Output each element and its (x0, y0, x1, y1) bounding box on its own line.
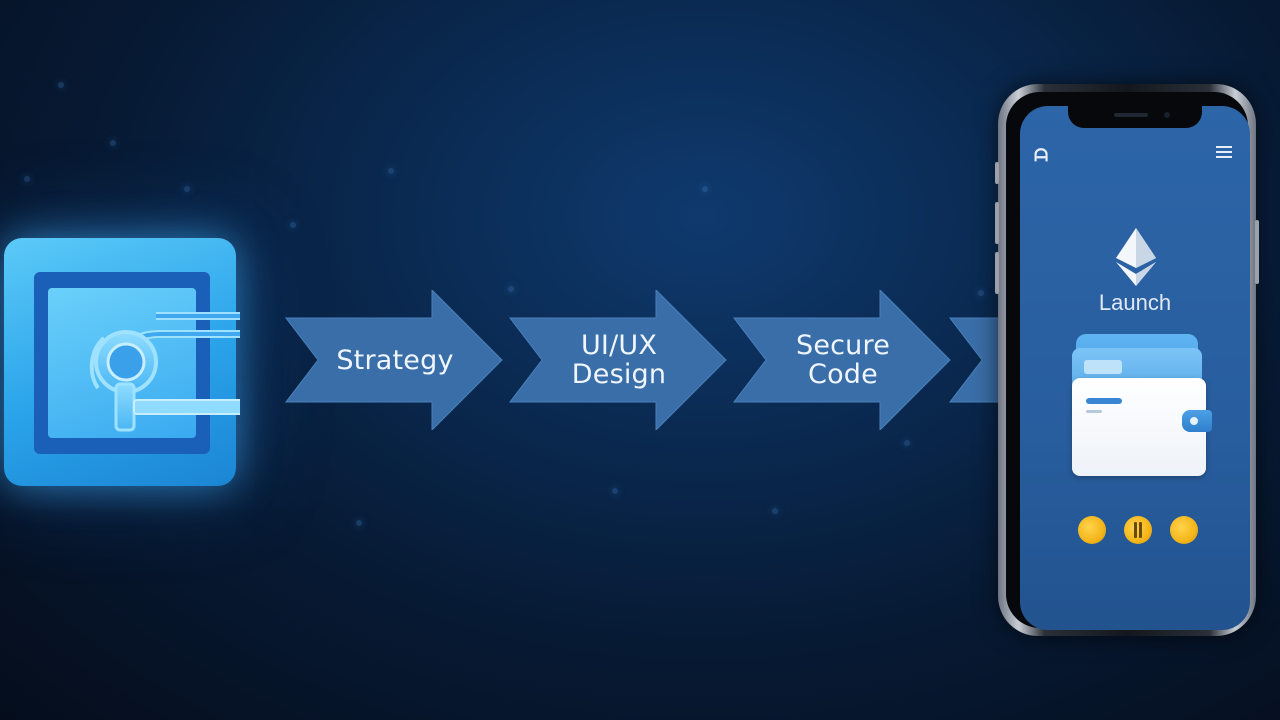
wallet-icon (1072, 334, 1212, 484)
step-label: Strategy (284, 290, 506, 430)
phone-volume-down (995, 252, 999, 294)
wallet-detail-line (1086, 410, 1102, 413)
app-logo (4, 238, 240, 488)
phone-volume-up (995, 202, 999, 244)
front-camera (1164, 112, 1170, 118)
step-label-line: UI/UX (580, 330, 658, 361)
arrow-shape (732, 290, 951, 430)
step-label-line: Secure (795, 330, 891, 361)
app-badge-icon[interactable]: ᗩ (1034, 146, 1049, 165)
step-arrow-secure-code: Secure Code (732, 290, 954, 430)
coin-icon[interactable] (1078, 516, 1106, 544)
phone-power-button (1255, 220, 1259, 284)
coin-icon[interactable] (1170, 516, 1198, 544)
wallet-body (1072, 378, 1212, 476)
wallet-card-stripe (1084, 360, 1122, 374)
smartphone-mockup: ᗩ Launch (995, 84, 1259, 636)
phone-bezel: ᗩ Launch (1006, 92, 1250, 630)
phone-screen: ᗩ Launch (1020, 106, 1250, 630)
step-label-line: Code (808, 359, 878, 390)
step-label-line: Strategy (336, 344, 454, 376)
step-arrow-ui-ux-design: UI/UX Design (508, 290, 730, 430)
wallet-detail-line (1086, 398, 1122, 404)
phone-notch (1068, 106, 1202, 128)
step-label: UI/UX Design (508, 290, 730, 430)
coin-mark (1139, 522, 1142, 538)
coin-icon[interactable] (1124, 516, 1152, 544)
hamburger-menu-icon[interactable] (1216, 146, 1232, 162)
arrow-shape (508, 290, 727, 430)
coin-mark (1134, 522, 1137, 538)
coin-row (1078, 516, 1198, 546)
ethereum-icon (1116, 228, 1156, 286)
phone-mute-switch (995, 162, 999, 184)
launch-label: Launch (1098, 290, 1172, 315)
step-label: Secure Code (732, 290, 954, 430)
step-label-line: Design (571, 359, 667, 390)
arrow-shape (284, 290, 503, 430)
wallet-clasp (1182, 410, 1212, 432)
speaker-grille (1114, 113, 1148, 117)
step-arrow-strategy: Strategy (284, 290, 506, 430)
key-lock-icon (89, 312, 240, 432)
